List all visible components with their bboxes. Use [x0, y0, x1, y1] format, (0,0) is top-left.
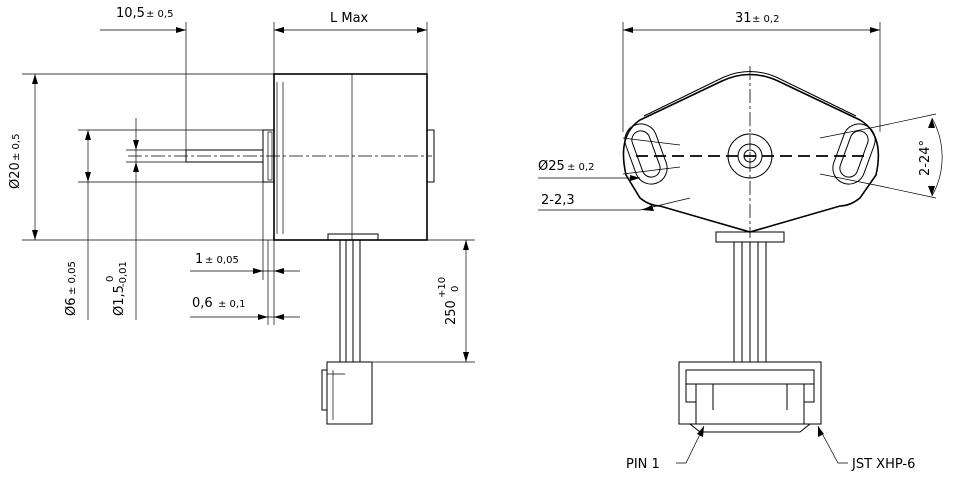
dim-body-diameter: Ø20 [8, 162, 23, 189]
label-connector-type: JST XHP-6 [851, 457, 915, 472]
dim-shaft-length-tol: ± 0,5 [146, 9, 173, 20]
dim-boss-diameter-tol: ± 0,05 [67, 261, 78, 295]
dim-slot-width: 2-2,3 [541, 193, 575, 208]
dim-flange-width: 31 [735, 11, 752, 26]
dim-hole-pitch-tol: ± 0,2 [567, 162, 594, 173]
dim-shaft-diameter: Ø1,5 [112, 285, 127, 316]
dim-shaft-length: 10,5 [116, 6, 145, 21]
dim-shaft-diameter-tol-up: 0 [105, 276, 116, 282]
dim-cable-length-tol-low: 0 [450, 286, 461, 292]
dim-body-length: L Max [330, 11, 369, 26]
front-view: 31 ± 0,2 Ø25 ± 0,2 2-2,3 2-24° PIN 1 JST… [538, 11, 943, 472]
dim-cable-length-tol-up: +10 [437, 277, 448, 298]
motor-body [273, 73, 428, 241]
dim-plate-thickness-tol: ± 0,1 [218, 299, 245, 310]
dim-flange-thickness: 1 [195, 252, 203, 267]
dim-shaft-diameter-tol-low: -0,01 [118, 261, 129, 287]
dim-cable-length: 250 [444, 300, 459, 325]
dim-plate-thickness: 0,6 [192, 296, 213, 311]
cable-exit [327, 233, 379, 241]
dim-boss-diameter: Ø6 [64, 297, 79, 316]
dim-slot-angle: 2-24° [918, 140, 933, 176]
dim-body-diameter-tol: ± 0,5 [11, 134, 22, 161]
mounting-slot-left [624, 123, 668, 185]
label-pin-1: PIN 1 [626, 457, 660, 472]
connector-front [678, 361, 822, 425]
mounting-slot-right [832, 123, 876, 185]
side-view: 10,5 ± 0,5 L Max Ø20 ± 0,5 Ø6 ± 0,05 Ø1,… [8, 6, 475, 425]
dim-hole-pitch: Ø25 [538, 159, 565, 174]
dim-flange-thickness-tol: ± 0,05 [205, 255, 239, 266]
dim-flange-width-tol: ± 0,2 [752, 14, 779, 25]
flange-outline [622, 73, 880, 233]
connector-side [326, 361, 373, 425]
